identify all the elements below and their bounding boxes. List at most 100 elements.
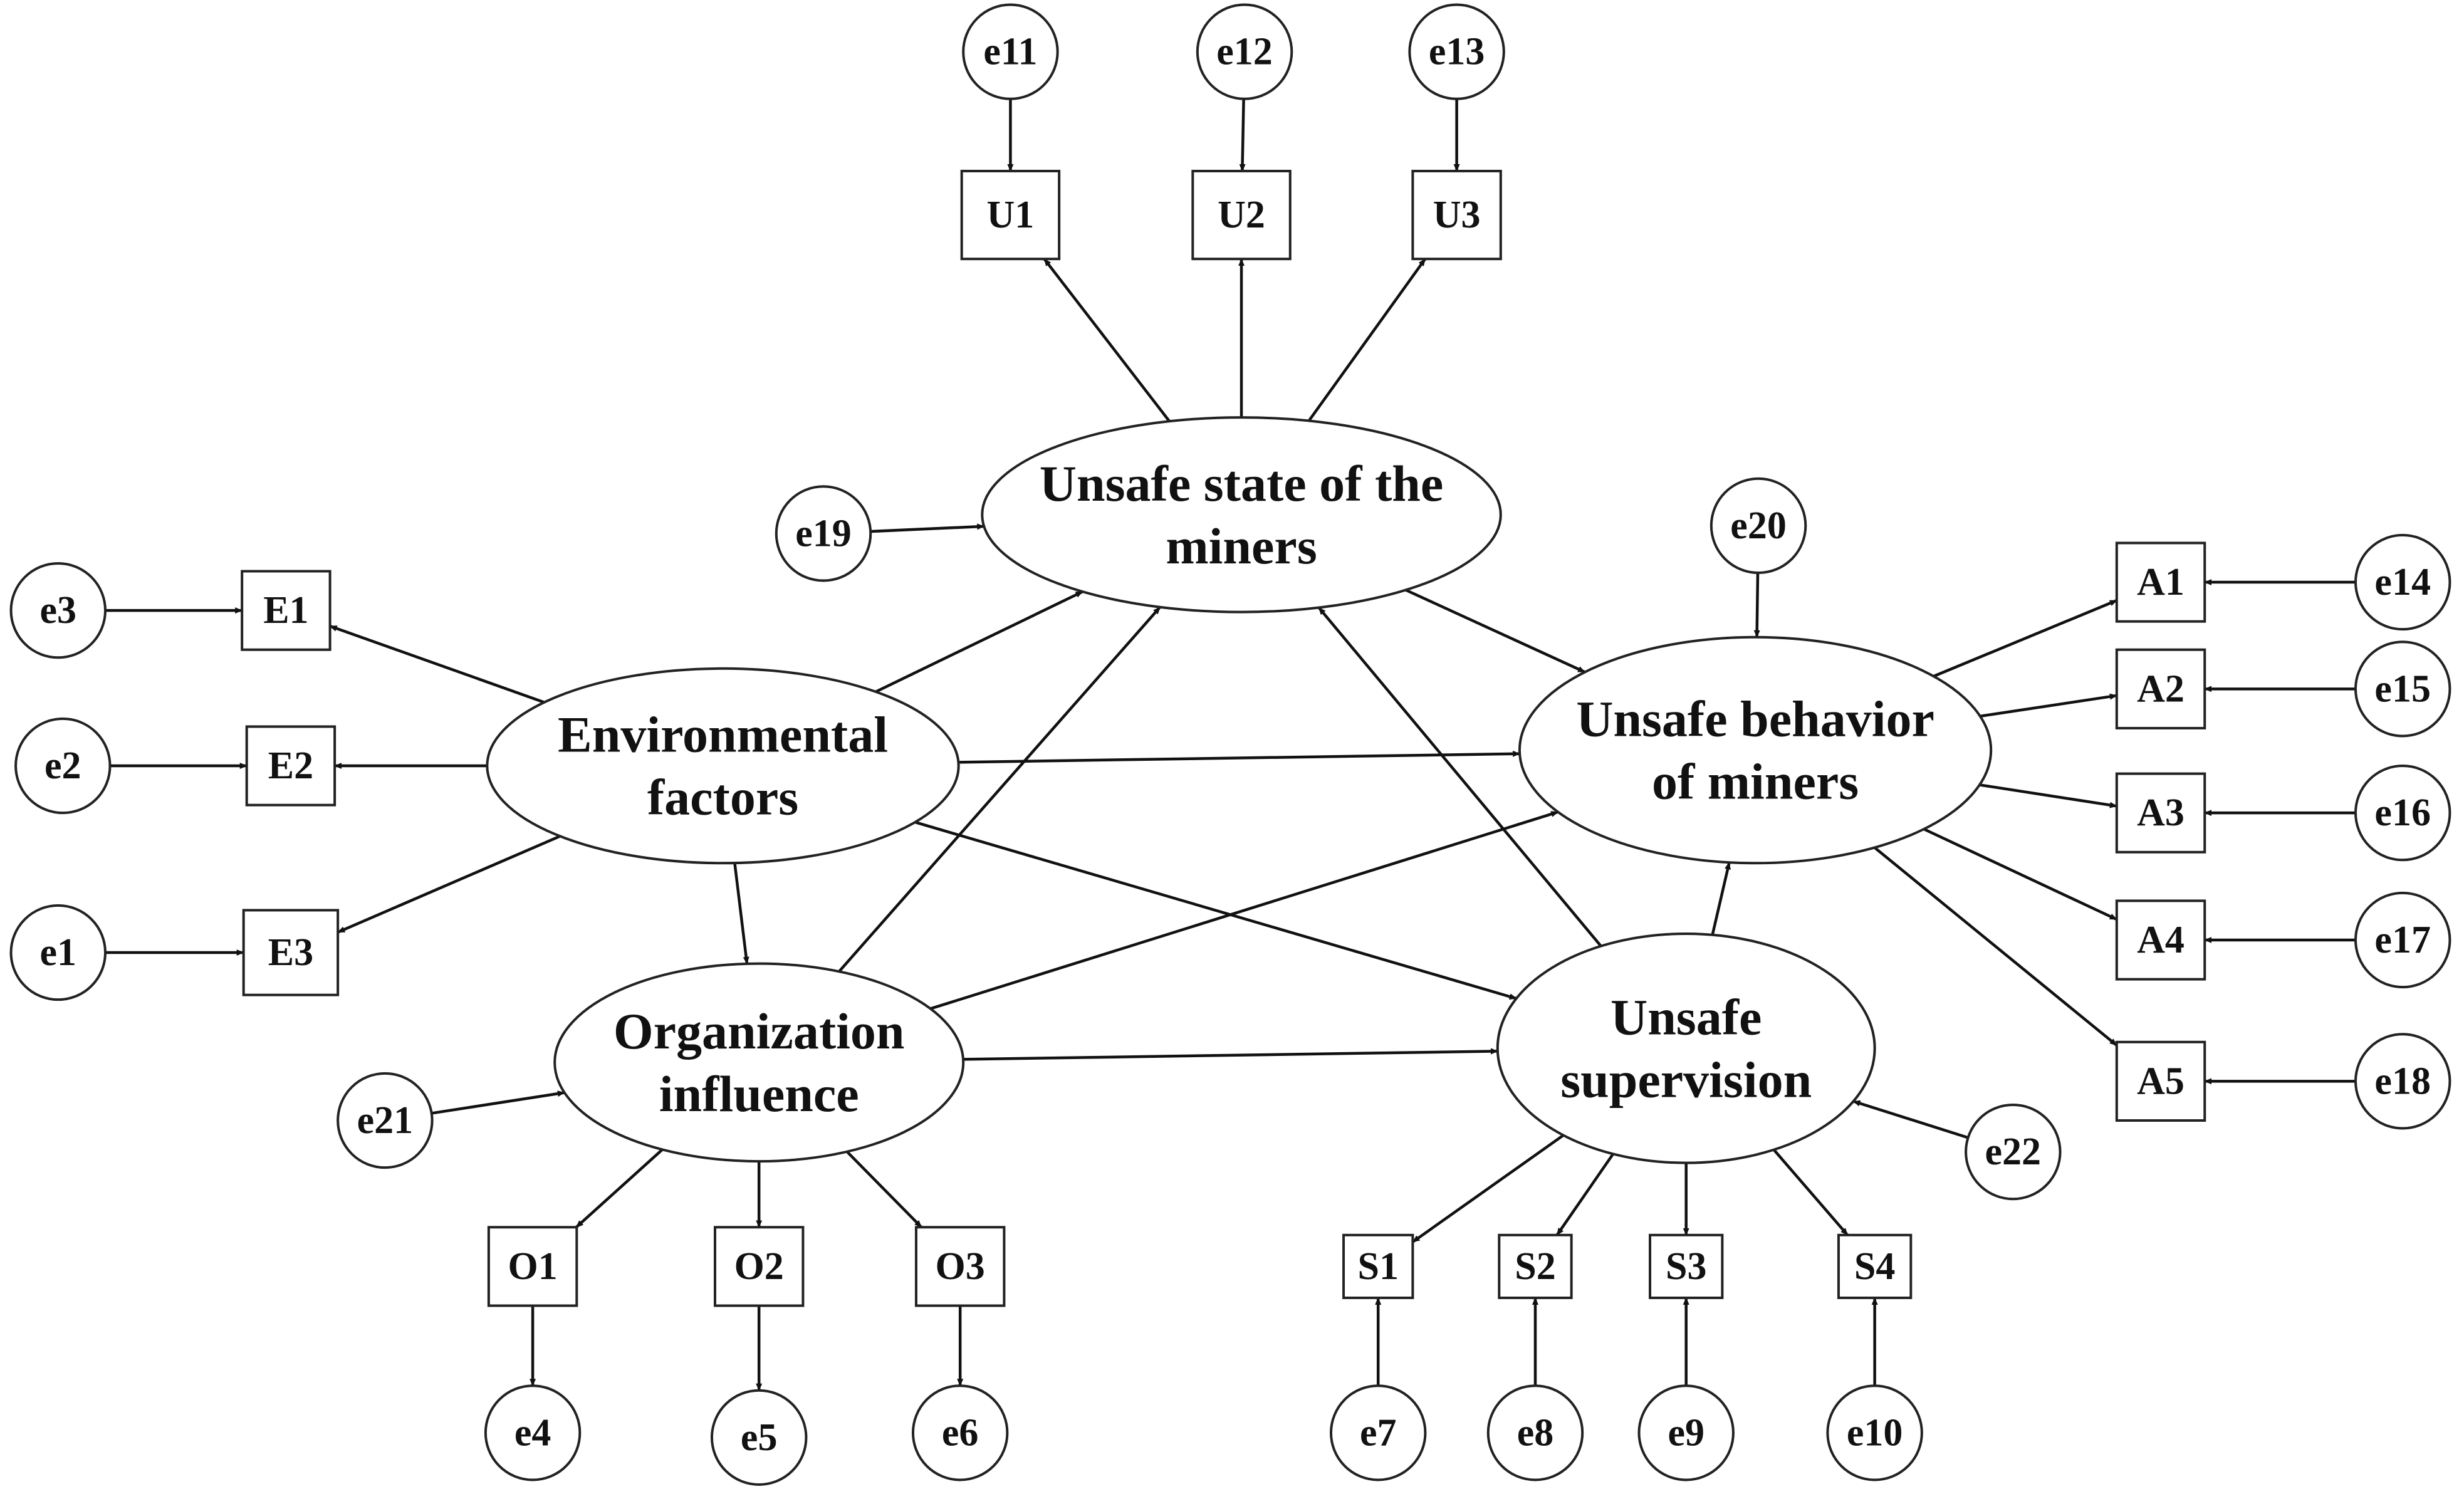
path-us-to-ub xyxy=(1405,588,1586,674)
observed-node-a5: A5 xyxy=(2115,1040,2206,1122)
latent-label-line: supervision xyxy=(1560,1051,1812,1108)
observed-label: E2 xyxy=(268,744,313,787)
edges-layer xyxy=(105,98,2356,1391)
error-label: e14 xyxy=(2374,561,2431,603)
path-e12-to-u2 xyxy=(1239,98,1246,172)
observed-label: U1 xyxy=(987,194,1035,236)
observed-label: U3 xyxy=(1433,194,1481,236)
observed-box xyxy=(245,725,337,807)
error-node-e16: e16 xyxy=(2354,765,2451,862)
observed-node-s2: S2 xyxy=(1498,1233,1573,1299)
latent-label-line: Organization xyxy=(613,1003,905,1060)
error-label: e3 xyxy=(40,589,77,632)
observed-label: E3 xyxy=(268,931,313,974)
observed-node-s1: S1 xyxy=(1342,1233,1414,1299)
error-circle xyxy=(1965,1103,2062,1201)
path-us-to-u3 xyxy=(1307,258,1427,422)
observed-box xyxy=(914,1226,1006,1307)
latent-label-line: factors xyxy=(647,769,798,826)
error-circle xyxy=(1826,1384,1923,1481)
path-ub-to-a1 xyxy=(1933,599,2117,678)
observed-node-a1: A1 xyxy=(2115,541,2206,623)
error-label: e7 xyxy=(1360,1411,1397,1454)
error-label: e1 xyxy=(40,931,77,974)
observed-label: E1 xyxy=(263,589,308,632)
path-ef-to-e1 xyxy=(329,624,545,704)
error-circle xyxy=(1710,477,1807,575)
observed-node-o1: O1 xyxy=(487,1226,578,1307)
observed-node-o2: O2 xyxy=(713,1226,805,1307)
observed-box xyxy=(960,169,1061,261)
observed-label: A3 xyxy=(2137,791,2185,834)
error-label: e16 xyxy=(2374,791,2431,834)
error-node-e21: e21 xyxy=(337,1072,434,1169)
observed-label: O2 xyxy=(734,1245,784,1288)
latent-ellipse xyxy=(486,667,960,865)
error-node-e22: e22 xyxy=(1965,1103,2062,1201)
path-su-to-us xyxy=(1317,607,1602,948)
error-label: e11 xyxy=(983,31,1037,73)
latent-label-line: Unsafe behavior xyxy=(1576,691,1934,748)
error-circle xyxy=(2354,765,2451,862)
path-ef-to-su xyxy=(914,820,1517,1000)
latent-label-line: Unsafe xyxy=(1610,988,1762,1045)
observed-box xyxy=(242,909,340,996)
observed-node-e3: E3 xyxy=(242,909,340,996)
error-circle xyxy=(484,1384,582,1481)
latent-node-su: Unsafe supervision xyxy=(1496,932,1876,1164)
error-label: e17 xyxy=(2374,919,2431,961)
observed-node-a3: A3 xyxy=(2115,772,2206,854)
error-circle xyxy=(911,1384,1009,1481)
error-node-e5: e5 xyxy=(710,1389,808,1486)
path-su-to-s1 xyxy=(1412,1134,1565,1243)
observed-box xyxy=(2115,648,2206,729)
error-label: e18 xyxy=(2374,1060,2431,1102)
error-circle xyxy=(2354,533,2451,631)
error-label: e15 xyxy=(2374,667,2431,710)
observed-label: A5 xyxy=(2137,1060,2185,1102)
path-su-to-s4 xyxy=(1772,1149,1849,1236)
error-circle xyxy=(9,562,107,659)
nodes-layer: Unsafe state of theminersEnvironmentalfa… xyxy=(9,3,2451,1486)
path-ub-to-a3 xyxy=(1979,783,2117,808)
error-circle xyxy=(1486,1384,1584,1481)
path-su-to-ub xyxy=(1711,862,1731,936)
error-circle xyxy=(710,1389,808,1486)
observed-box xyxy=(487,1226,578,1307)
error-node-e9: e9 xyxy=(1637,1384,1735,1481)
error-node-e1: e1 xyxy=(9,904,107,1001)
error-label: e5 xyxy=(741,1416,778,1459)
observed-box xyxy=(1191,169,1292,261)
error-circle xyxy=(2354,1033,2451,1130)
path-e22-to-su xyxy=(1852,1100,1969,1139)
error-label: e6 xyxy=(942,1411,979,1454)
observed-node-s4: S4 xyxy=(1837,1233,1913,1299)
error-node-e18: e18 xyxy=(2354,1033,2451,1130)
error-label: e4 xyxy=(514,1411,551,1454)
path-oi-to-o3 xyxy=(845,1151,923,1228)
observed-node-e2: E2 xyxy=(245,725,337,807)
observed-box xyxy=(2115,1040,2206,1122)
observed-box xyxy=(713,1226,805,1307)
error-circle xyxy=(337,1072,434,1169)
path-su-to-s2 xyxy=(1555,1153,1615,1236)
observed-label: S4 xyxy=(1854,1245,1895,1288)
observed-label: A4 xyxy=(2137,919,2185,961)
observed-box xyxy=(1342,1233,1414,1299)
error-node-e8: e8 xyxy=(1486,1384,1584,1481)
observed-node-u1: U1 xyxy=(960,169,1061,261)
observed-label: O3 xyxy=(936,1245,985,1288)
observed-label: A1 xyxy=(2137,561,2185,603)
observed-node-o3: O3 xyxy=(914,1226,1006,1307)
latent-ellipse xyxy=(1496,932,1876,1164)
error-node-e12: e12 xyxy=(1196,3,1293,100)
error-circle xyxy=(1408,3,1505,100)
observed-box xyxy=(1411,169,1502,261)
error-label: e10 xyxy=(1847,1411,1903,1454)
error-circle xyxy=(962,3,1059,100)
error-circle xyxy=(1329,1384,1427,1481)
error-node-e4: e4 xyxy=(484,1384,582,1481)
path-ub-to-a2 xyxy=(1980,693,2117,718)
